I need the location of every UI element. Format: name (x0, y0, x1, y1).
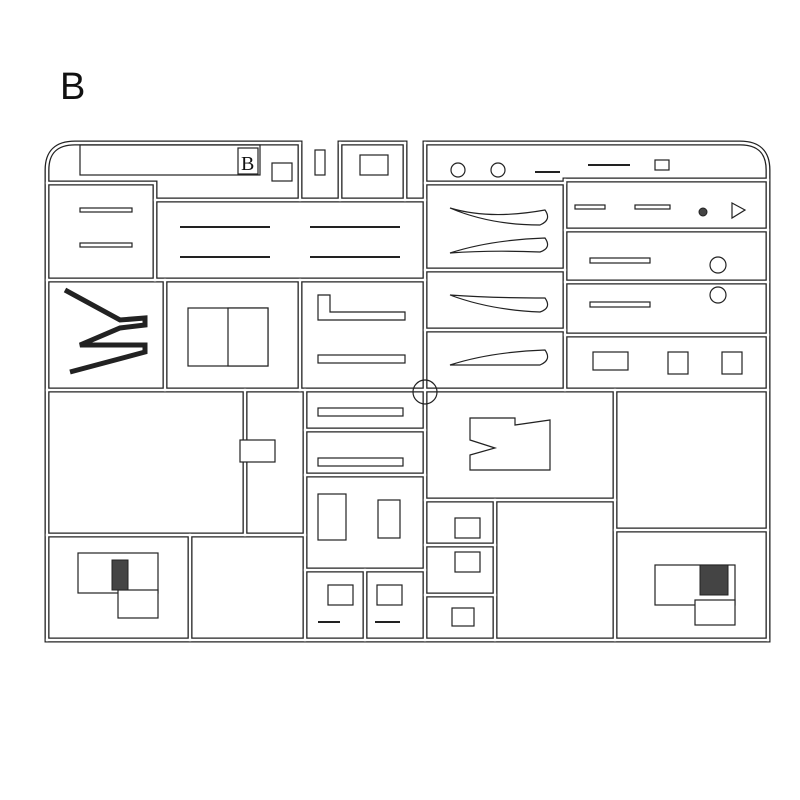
runner (45, 181, 157, 282)
part-arm (449, 207, 549, 226)
runner (423, 141, 770, 642)
part-box-small (271, 162, 293, 182)
part-arm (449, 237, 549, 254)
part-rail (79, 242, 133, 248)
part-rail (79, 207, 133, 213)
part-pin (314, 149, 326, 176)
sprue-tag-letter: B (241, 153, 254, 175)
part-arm (449, 349, 549, 366)
runner (45, 141, 302, 642)
part-round-b (490, 162, 506, 178)
parts (63, 149, 747, 627)
sprue-tag: B (79, 144, 261, 176)
part-bucket (469, 417, 551, 471)
part-bracket (359, 154, 389, 176)
part-engine-right (654, 564, 736, 626)
runner (44, 180, 158, 283)
part-rods (180, 226, 400, 258)
part-arm (449, 294, 549, 313)
runner-frame (44, 140, 771, 643)
part-round-a (450, 162, 466, 178)
part-engine-left (77, 552, 159, 619)
sprue-center-ring (412, 379, 438, 405)
sprue-letter-label: B (60, 66, 86, 108)
